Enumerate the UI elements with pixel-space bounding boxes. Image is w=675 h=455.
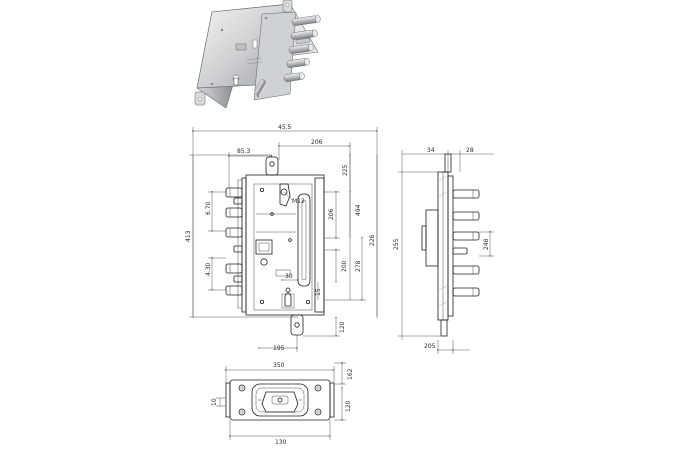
plan-dim-height-right: 162 <box>347 368 354 380</box>
dim-bottom-width: 195 <box>273 345 285 352</box>
dim-lower: 15 <box>315 288 322 296</box>
dim-top-offset: 225 <box>342 164 349 176</box>
top-mounting-tab <box>265 156 279 176</box>
side-bolts <box>452 189 480 297</box>
dim-bottom-1: 120 <box>339 321 346 333</box>
front-left-bolts <box>225 187 243 296</box>
dim-mid-4: 200 <box>341 260 348 272</box>
dim-mid-1: 206 <box>328 208 335 220</box>
side-dim-bottom-width: 205 <box>424 343 436 350</box>
spindle-label: M12 <box>292 198 305 205</box>
side-hatch <box>438 175 448 307</box>
side-dim-bolt-length: 248 <box>483 238 490 250</box>
dim-bolt-spacing-top: 6.70 <box>205 201 212 215</box>
front-view: 45.5 206 85.3 413 6.70 4.30 225 206 494 … <box>185 124 379 352</box>
dim-overall-height: 413 <box>185 230 192 242</box>
plan-view: 350 162 120 10 130 <box>211 361 354 446</box>
dim-bolt-spacing-bottom: 4.30 <box>205 262 212 276</box>
plan-dim-base-width: 130 <box>275 439 287 446</box>
plan-dim-lower-right: 120 <box>345 400 352 412</box>
render-bolts <box>254 15 321 95</box>
lock-3d-render <box>194 0 321 109</box>
cylinder-housing <box>255 239 273 255</box>
dim-left-offset: 85.3 <box>237 148 251 155</box>
plan-window <box>251 383 309 417</box>
dim-mid-2: 494 <box>355 204 362 216</box>
dim-mid-3: 226 <box>369 234 376 246</box>
side-dim-top-left: 34 <box>427 147 435 154</box>
bottom-mounting-tab <box>290 314 304 336</box>
dim-mid-5: 278 <box>355 260 362 272</box>
plan-dim-small-left: 10 <box>211 398 218 406</box>
side-dim-top-right: 28 <box>466 147 474 154</box>
dim-inner-width: 206 <box>311 139 323 146</box>
plan-dim-overall-width: 350 <box>273 362 285 369</box>
plan-outline <box>229 379 331 421</box>
dim-slot-width: 30 <box>285 273 293 280</box>
side-dim-height: 255 <box>393 238 400 250</box>
side-view: 34 28 255 248 205 <box>393 147 494 354</box>
dim-overall-width: 45.5 <box>278 124 292 131</box>
